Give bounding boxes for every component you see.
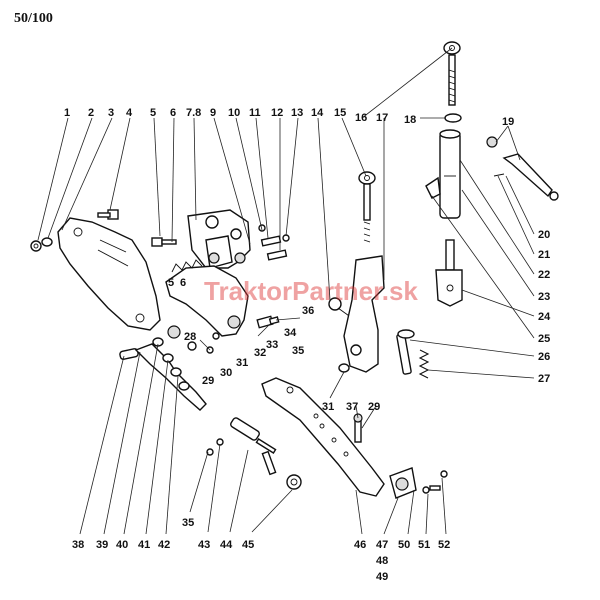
callout-label: 44	[220, 539, 233, 551]
bracket-housing-part	[187, 209, 251, 269]
callout-label: 6	[180, 277, 186, 289]
callout-label: 23	[538, 291, 550, 303]
callout-label: 22	[538, 269, 550, 281]
leader-lines	[37, 47, 535, 535]
pin-part	[396, 329, 415, 375]
bolt-part	[97, 209, 119, 220]
callout-label: 2	[88, 107, 94, 119]
page-number: 50/100	[14, 11, 53, 26]
callout-label: 11	[249, 107, 261, 119]
callout-label: 36	[302, 305, 314, 317]
callout-label: 38	[72, 539, 84, 551]
lower-link-arm-part	[261, 377, 385, 497]
callout-label: 5	[150, 107, 156, 119]
callout-label: 47	[376, 539, 388, 551]
washer-part	[30, 237, 53, 252]
callout-label: 52	[438, 539, 450, 551]
callout-label: 4	[126, 107, 133, 119]
callout-label: 25	[538, 333, 550, 345]
callout-label: 29	[202, 375, 214, 387]
tube-part	[439, 129, 461, 219]
callout-label: 12	[271, 107, 283, 119]
eye-bolt-part	[261, 450, 302, 490]
callout-label: 30	[220, 367, 232, 379]
callout-label: 48	[376, 555, 388, 567]
callout-label: 35	[182, 517, 194, 529]
ball-joint-part	[389, 467, 417, 499]
callout-label: 31	[236, 357, 248, 369]
callout-label: 50	[398, 539, 410, 551]
pin-part	[486, 136, 559, 201]
bolt-part	[151, 237, 177, 247]
callout-labels: 1 2 3 4 5 6 7.8 9 10 11 12 13 14 15 16 1…	[64, 107, 551, 583]
callout-label: 17	[376, 112, 388, 124]
callout-label: 29	[368, 401, 380, 413]
callout-label: 3	[108, 107, 114, 119]
callout-label: 26	[538, 351, 550, 363]
washer-part	[338, 363, 350, 373]
curved-plate-part	[57, 217, 161, 331]
callout-label: 6	[170, 107, 176, 119]
callout-label: 20	[538, 229, 550, 241]
callout-label: 32	[254, 347, 266, 359]
spring-part	[418, 349, 430, 379]
callout-label: 39	[96, 539, 108, 551]
pin-part	[206, 417, 277, 456]
callout-label: 19	[502, 116, 514, 128]
callout-label: 27	[538, 373, 550, 385]
callout-label: 49	[376, 571, 388, 583]
callout-label: 14	[311, 107, 324, 119]
watermark: TraktorPartner.sk	[204, 276, 418, 306]
callout-label: 28	[184, 331, 196, 343]
callout-label: 34	[284, 327, 297, 339]
pin-part	[258, 224, 290, 261]
chain-turnbuckle-part	[119, 337, 207, 411]
callout-label: 46	[354, 539, 366, 551]
callout-label: 37	[346, 401, 358, 413]
callout-label: 13	[291, 107, 303, 119]
callout-label: 15	[334, 107, 346, 119]
callout-label: 43	[198, 539, 210, 551]
callout-label: 33	[266, 339, 278, 351]
callout-label: 51	[418, 539, 430, 551]
lifting-rod-part	[343, 171, 385, 373]
callout-label: 21	[538, 249, 550, 261]
upper-rod-part	[443, 41, 461, 106]
bolt-part	[353, 413, 363, 443]
callout-label: 31	[322, 401, 334, 413]
callout-label: 1	[64, 107, 70, 119]
callout-label: 18	[404, 114, 416, 126]
callout-label: 45	[242, 539, 254, 551]
callout-label: 41	[138, 539, 150, 551]
callout-label: 5	[168, 277, 174, 289]
callout-label: 7.8	[186, 107, 201, 119]
washer-part	[444, 113, 462, 123]
lever-part	[425, 176, 441, 199]
clevis-part	[435, 239, 463, 307]
callout-label: 9	[210, 107, 216, 119]
callout-label: 42	[158, 539, 170, 551]
callout-label: 24	[538, 311, 551, 323]
quadrant-plate-part	[165, 259, 249, 337]
callout-label: 10	[228, 107, 240, 119]
small-hardware-part	[422, 470, 448, 494]
callout-label: 40	[116, 539, 128, 551]
callout-label: 35	[292, 345, 304, 357]
callout-label: 16	[355, 112, 367, 124]
